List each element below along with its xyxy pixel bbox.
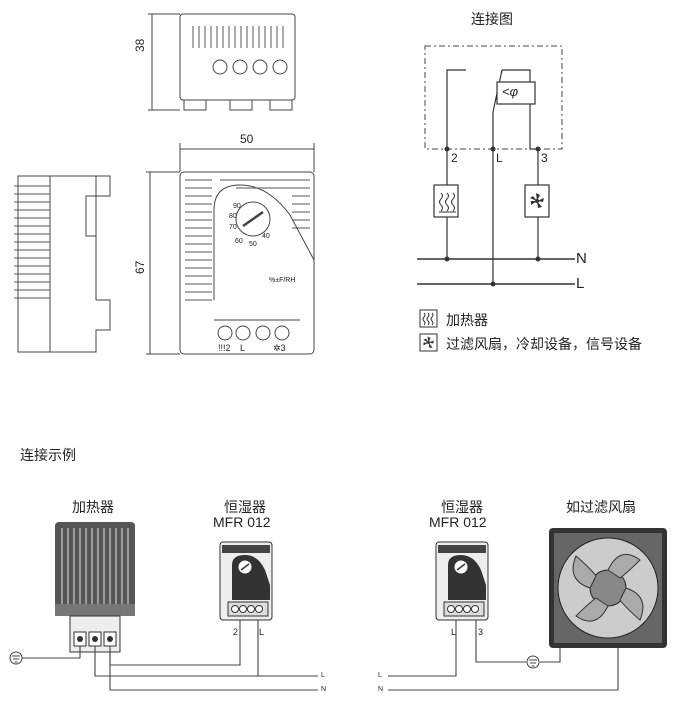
heater-label: 加热器 bbox=[72, 499, 114, 515]
heater-icon bbox=[439, 192, 456, 213]
right-line-N: N bbox=[378, 686, 384, 693]
heater-device bbox=[55, 522, 135, 653]
dial-mark: 70 bbox=[229, 224, 237, 231]
line-L: L bbox=[576, 275, 585, 292]
switch-symbol: <φ bbox=[502, 84, 519, 99]
controller-left bbox=[219, 541, 273, 621]
right-line-L: L bbox=[378, 672, 382, 679]
dial-mark: 90 bbox=[233, 203, 241, 210]
terminal-2: 2 bbox=[451, 151, 458, 165]
legend-fan-text: 过滤风扇，冷却设备，信号设备 bbox=[446, 336, 642, 352]
line-N: N bbox=[576, 250, 587, 267]
terminal-label: L bbox=[240, 343, 246, 353]
terminal-label: ✲3 bbox=[273, 343, 286, 353]
controller-right-terminal: 3 bbox=[478, 627, 484, 637]
controller-right-terminal: L bbox=[451, 627, 457, 637]
legend-heater-icon bbox=[419, 309, 438, 328]
controller-left-terminal: 2 bbox=[233, 627, 239, 637]
controller-right-label-1: 恒湿器 bbox=[441, 499, 483, 515]
ground-icon bbox=[526, 655, 540, 669]
fan-label: 如过滤风扇 bbox=[566, 499, 636, 515]
left-line-N: N bbox=[321, 686, 327, 693]
examples-title: 连接示例 bbox=[20, 447, 76, 463]
controller-left-label-2: MFR 012 bbox=[213, 514, 271, 530]
controller-left-terminal: L bbox=[259, 627, 265, 637]
ground-icon bbox=[9, 651, 23, 665]
terminal-label: !!!2 bbox=[218, 343, 231, 353]
wiring-title: 连接图 bbox=[471, 11, 513, 27]
fan-icon bbox=[530, 193, 544, 208]
filter-fan-device bbox=[549, 528, 667, 648]
dial-mark: 60 bbox=[235, 238, 243, 245]
side-view bbox=[14, 175, 111, 353]
left-line-L: L bbox=[321, 672, 325, 679]
top-view bbox=[179, 13, 296, 111]
dim-width: 50 bbox=[240, 132, 254, 146]
controller-left-label-1: 恒湿器 bbox=[224, 499, 266, 515]
dial-mark: 80 bbox=[229, 213, 237, 220]
terminal-3: 3 bbox=[541, 151, 548, 165]
front-view bbox=[179, 171, 315, 355]
legend-heater-text: 加热器 bbox=[446, 312, 488, 328]
rh-label: %±F/RH bbox=[269, 277, 296, 284]
dial-mark: 50 bbox=[249, 241, 257, 248]
terminal-L: L bbox=[496, 151, 503, 165]
dial-mark: 40 bbox=[262, 233, 270, 240]
legend-fan-icon bbox=[419, 333, 438, 352]
controller-right bbox=[435, 541, 489, 621]
controller-right-label-2: MFR 012 bbox=[429, 514, 487, 530]
